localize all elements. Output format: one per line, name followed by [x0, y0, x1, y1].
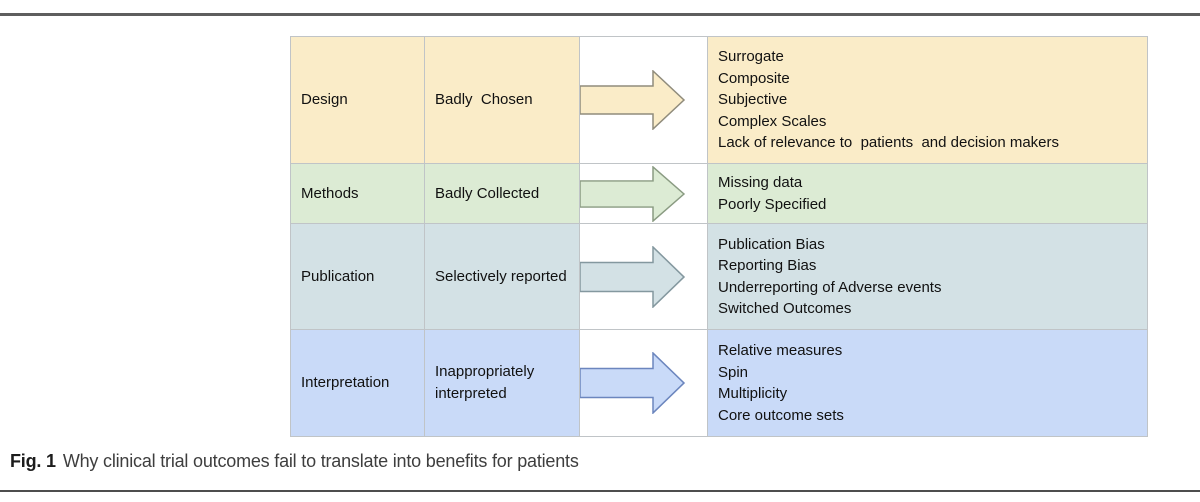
arrow-cell [580, 224, 708, 330]
outcome-line: Underreporting of Adverse events [718, 278, 942, 296]
outcome-line: Missing data [718, 174, 803, 191]
cause-cell: Badly Collected [425, 164, 580, 224]
outcome-line: Lack of relevance to patients and decisi… [718, 134, 1060, 152]
arrow-cell [580, 330, 708, 437]
outcome-line: Subjective [718, 91, 788, 109]
cause-cell: Selectively reported [425, 224, 580, 330]
outcomes-cell: Missing data Poorly Specified [708, 164, 1148, 224]
stage-cell: Design [291, 37, 425, 164]
outcome-line: Switched Outcomes [718, 300, 852, 317]
diagram-row-publication: Publication Selectively reported Publica… [291, 224, 1148, 330]
outcome-line: Publication Bias [718, 235, 825, 253]
outcome-line: Reporting Bias [718, 257, 817, 274]
cause-cell: Inappropriately interpreted [425, 330, 580, 437]
outcome-line: Poorly Specified [718, 195, 827, 213]
right-arrow-icon [580, 70, 686, 130]
stage-cell: Interpretation [291, 330, 425, 437]
diagram-row-interpretation: Interpretation Inappropriately interpret… [291, 330, 1148, 437]
figure-caption-text: Why clinical trial outcomes fail to tran… [62, 451, 579, 471]
right-arrow-icon [580, 352, 686, 414]
figure-diagram: Design Badly Chosen Surrogate Composite … [290, 36, 1148, 437]
outcome-line: Spin [718, 363, 749, 381]
outcome-line: Complex Scales [718, 112, 827, 130]
arrow-cell [580, 164, 708, 224]
outcome-line: Core outcome sets [718, 406, 844, 424]
right-arrow-icon [580, 165, 686, 222]
bottom-divider-rule [0, 490, 1200, 492]
top-divider-rule [0, 13, 1200, 16]
figure-caption-label: Fig. 1 [10, 451, 56, 471]
diagram-row-methods: Methods Badly Collected Missing data Poo… [291, 164, 1148, 224]
outcome-line: Multiplicity [718, 385, 788, 402]
outcomes-cell: Surrogate Composite Subjective Complex S… [708, 37, 1148, 164]
cause-cell: Badly Chosen [425, 37, 580, 164]
outcome-line: Relative measures [718, 342, 843, 359]
stage-cell: Publication [291, 224, 425, 330]
figure-caption: Fig. 1 Why clinical trial outcomes fail t… [10, 451, 579, 472]
arrow-cell [580, 37, 708, 164]
outcomes-cell: Publication Bias Reporting Bias Underrep… [708, 224, 1148, 330]
outcome-line: Composite [718, 69, 790, 87]
outcome-line: Surrogate [718, 48, 784, 66]
outcomes-cell: Relative measures Spin Multiplicity Core… [708, 330, 1148, 437]
right-arrow-icon [580, 245, 686, 308]
stage-cell: Methods [291, 164, 425, 224]
diagram-row-design: Design Badly Chosen Surrogate Composite … [291, 37, 1148, 164]
